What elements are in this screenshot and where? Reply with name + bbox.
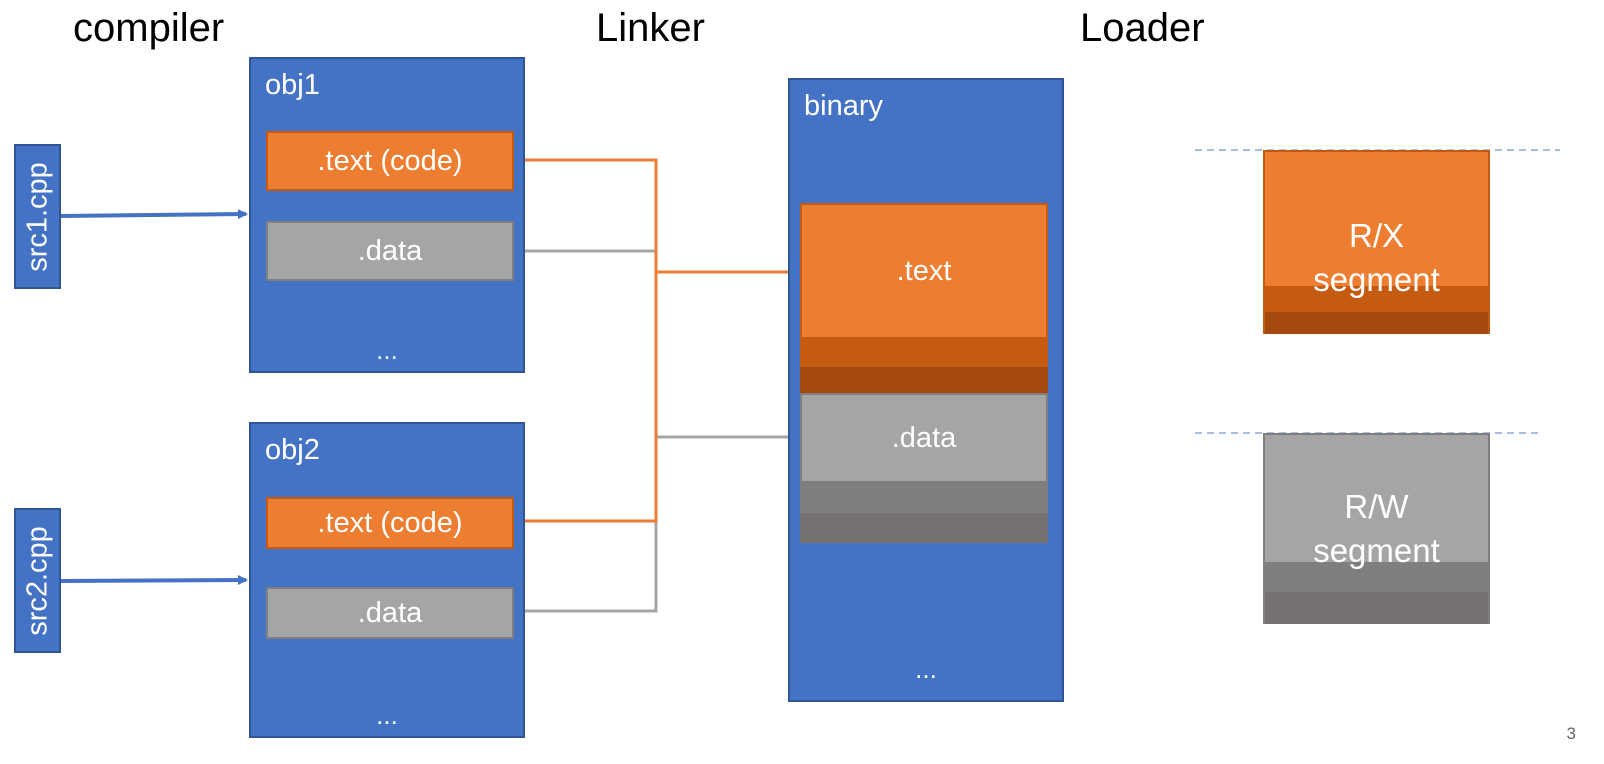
binary-data-section: .data — [800, 393, 1048, 483]
binary-text-strip-2 — [800, 367, 1048, 393]
loader-title: Loader — [1080, 6, 1205, 50]
binary-data-strip-2 — [800, 513, 1048, 543]
rw-strip-2 — [1265, 592, 1488, 624]
src2-to-obj2-arrow — [59, 575, 248, 586]
obj2-text-wire — [525, 272, 658, 523]
rw-label-line1: R/W — [1344, 488, 1409, 525]
src1-to-obj1-arrow — [59, 209, 248, 220]
rx-label-line1: R/X — [1348, 217, 1404, 254]
rx-segment-label: R/X segment — [1265, 214, 1488, 302]
obj1-box: obj1 .text (code) .data ... — [249, 57, 525, 373]
src2-label: src2.cpp — [21, 525, 53, 636]
obj1-label: obj1 — [265, 69, 320, 101]
obj2-data-section: .data — [266, 587, 514, 639]
obj1-data-wire — [525, 249, 658, 437]
rw-strip-1 — [1265, 562, 1488, 592]
binary-box: binary .text .data ... — [788, 78, 1064, 702]
linker-title: Linker — [596, 6, 705, 50]
obj2-ellipsis: ... — [376, 700, 398, 730]
obj1-text-section: .text (code) — [266, 131, 514, 191]
src1-file: src1.cpp — [14, 144, 61, 289]
obj2-box: obj2 .text (code) .data ... — [249, 422, 525, 738]
rx-strip-2 — [1265, 312, 1488, 334]
page-number: 3 — [1566, 724, 1576, 743]
rw-label-line2: segment — [1313, 532, 1440, 569]
src1-label: src1.cpp — [21, 161, 53, 272]
binary-label: binary — [804, 90, 883, 122]
rx-segment: R/X segment — [1263, 150, 1490, 334]
binary-text-section: .text — [800, 203, 1048, 339]
rx-label-line2: segment — [1313, 261, 1440, 298]
obj2-data-wire — [525, 437, 658, 613]
binary-text-strip-1 — [800, 339, 1048, 367]
obj2-text-section: .text (code) — [266, 497, 514, 549]
obj2-label: obj2 — [265, 434, 320, 466]
rw-segment: R/W segment — [1263, 433, 1490, 624]
obj1-data-section: .data — [266, 221, 514, 281]
src2-file: src2.cpp — [14, 508, 61, 653]
binary-data-strip-1 — [800, 483, 1048, 513]
obj1-ellipsis: ... — [376, 335, 398, 365]
rw-segment-label: R/W segment — [1265, 485, 1488, 573]
rx-strip-1 — [1265, 286, 1488, 312]
binary-ellipsis: ... — [915, 654, 937, 684]
obj1-text-wire — [525, 158, 658, 272]
compiler-title: compiler — [73, 6, 225, 50]
